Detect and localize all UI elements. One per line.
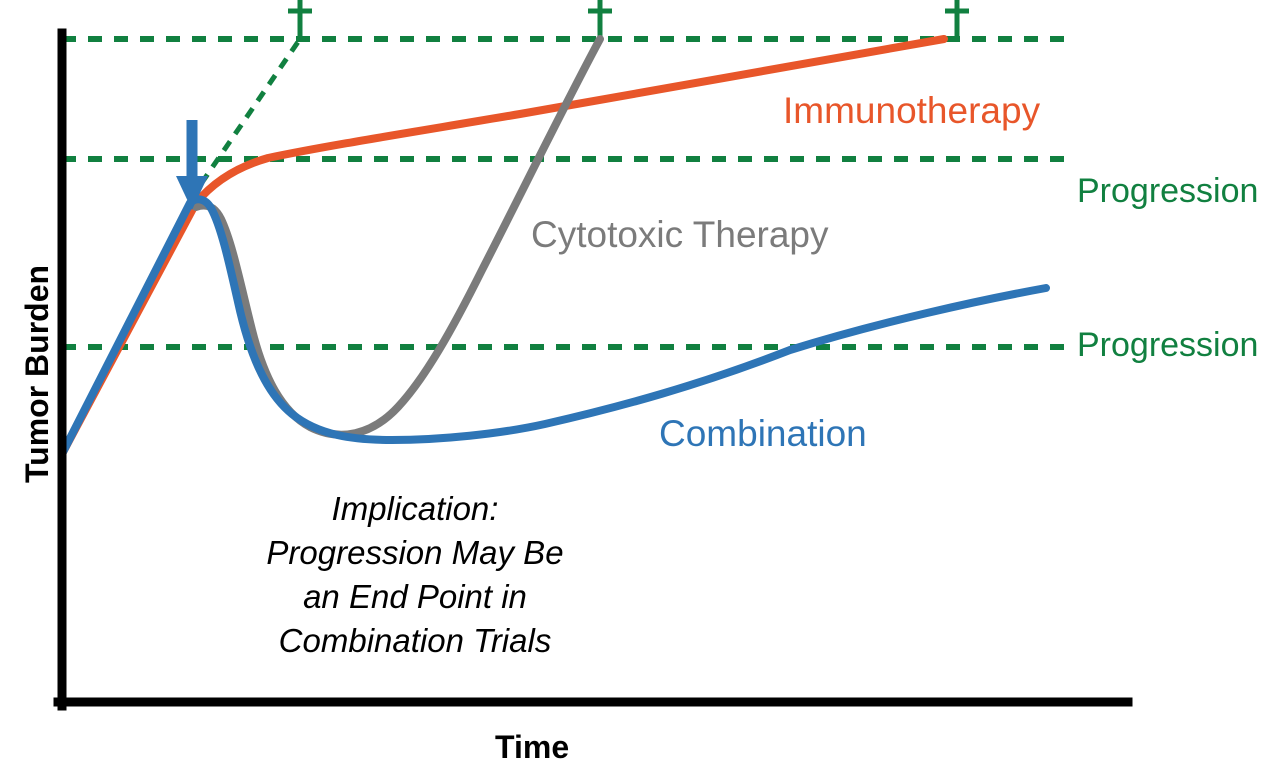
threshold-label-progression-upper: Progression [1077, 172, 1259, 210]
annotation-line-4: Combination Trials [278, 621, 552, 659]
x-axis-label: Time [495, 729, 570, 763]
death-marker-untreated-icon [288, 0, 312, 38]
series-combination-line [58, 195, 1050, 458]
annotation-line-3: an End Point in [303, 577, 527, 615]
series-label-combination: Combination [659, 413, 867, 454]
treatment-start-arrow-icon [176, 120, 208, 210]
series-label-cytotoxic: Cytotoxic Therapy [531, 214, 829, 255]
threshold-label-progression-lower: Progression [1077, 326, 1259, 364]
annotation-line-1: Implication: [331, 490, 499, 527]
series-label-immunotherapy: Immunotherapy [783, 90, 1041, 131]
death-marker-cytotoxic-icon [588, 0, 612, 38]
implication-annotation: Implication: Progression May Be an End P… [210, 487, 620, 663]
y-axis-label: Tumor Burden [19, 264, 55, 483]
annotation-line-2: Progression May Be [266, 533, 564, 571]
death-marker-immunotherapy-icon [945, 0, 969, 38]
series-untreated-projection [187, 37, 303, 202]
series-immunotherapy-line [58, 35, 948, 458]
